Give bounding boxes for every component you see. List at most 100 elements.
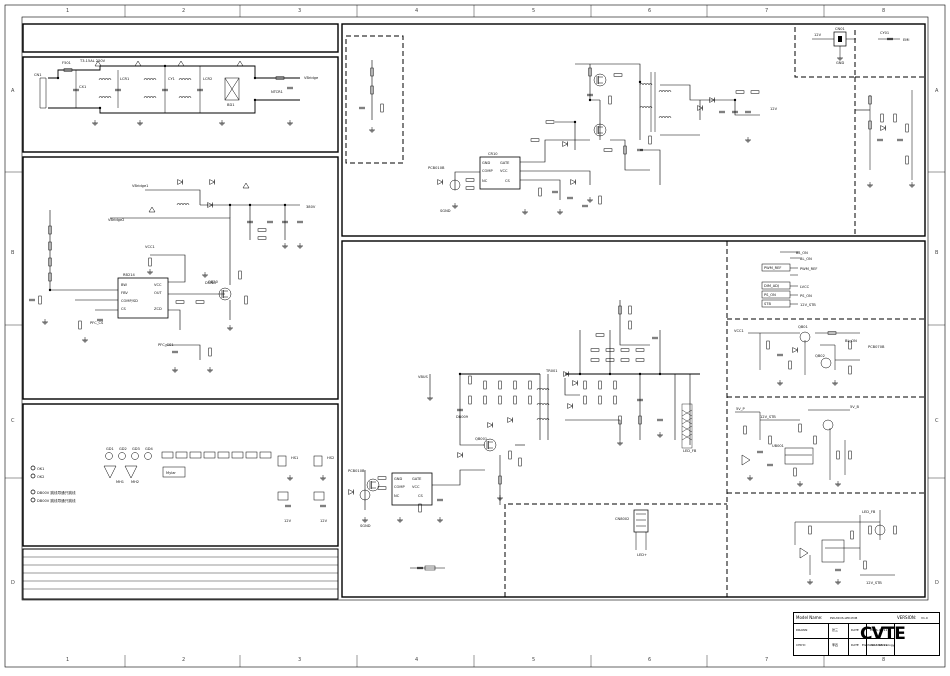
- bl-label-led-fb: LED_FB: [683, 449, 697, 453]
- pfc-ic-pin-vcc: VCC: [154, 283, 162, 287]
- row-label-a-right: A: [935, 88, 939, 94]
- company-logo: CVTE: [860, 624, 906, 644]
- main-ic-pin-vcc: VCC: [500, 169, 508, 173]
- sw-qb01: QB01: [798, 325, 808, 329]
- col-label-3: 3: [298, 8, 302, 14]
- input-label-lcr1: LCR1: [120, 77, 129, 81]
- col-label-6-bottom: 6: [648, 657, 652, 663]
- date-value-1: 2016-05-11: [870, 628, 888, 632]
- bl-label-sgnd: SGND: [360, 524, 371, 528]
- sig-pwm-ref-a: PWM_REF: [764, 266, 781, 270]
- legend-ok2: OK2: [37, 475, 44, 479]
- col-label-8-bottom: 8: [882, 657, 886, 663]
- main-ic-pin-gate: GATE: [500, 161, 510, 165]
- sig-bl-on-a: BL_ON: [796, 251, 808, 255]
- bl-label-qb001: QB001: [475, 437, 487, 441]
- model-label: Model Name:: [796, 615, 823, 620]
- col-label-1-bottom: 1: [66, 657, 70, 663]
- sig-12v-stb: 12V_STB: [800, 303, 816, 307]
- input-label-ntc: NTCR1: [271, 90, 283, 94]
- bl-label-transformer: TR001: [545, 369, 558, 373]
- bl-ic-pin-comp: COMP: [394, 485, 405, 489]
- col-label-2: 2: [182, 8, 186, 14]
- date-label-2: DATE: [851, 643, 859, 647]
- pfc-label-vcc1: VCC1: [145, 245, 155, 249]
- bl-ic-pin-nc: NC: [394, 494, 400, 498]
- row-label-c: C: [11, 418, 15, 424]
- conn-gnd: GND: [836, 61, 844, 65]
- bl-label-db009: DB009: [456, 415, 469, 419]
- row-label-c-right: C: [935, 418, 939, 424]
- sig-ps-on-a: PS_ON: [764, 293, 776, 297]
- sig-stb: STB: [764, 302, 771, 306]
- sw-pcb070b: PCB070B: [868, 345, 885, 349]
- sig-pwm-ref-b: PWM_REF: [800, 267, 817, 271]
- main-ic-pin-comp: COMP: [482, 169, 493, 173]
- col-label-2-bottom: 2: [182, 657, 186, 663]
- heatsink-hs2: HS2: [327, 456, 334, 460]
- pfc-ic-pin-bw: BW: [121, 283, 127, 287]
- conn-emi: EMI: [903, 38, 909, 42]
- input-label-fuse-rating: T3.15AL 250V: [79, 59, 106, 63]
- row-label-d-right: D: [935, 580, 939, 586]
- title-block-divider-4: [866, 624, 867, 655]
- bl-label-vbus: VBUS: [418, 375, 429, 379]
- version-label: VERSION:: [897, 615, 917, 620]
- model-value: PW.A5OS.LED.PCB: [830, 616, 858, 620]
- legend-jumper-1: DB00V 跳线导通只跳线: [37, 490, 76, 495]
- main-ic-pin-gnd: GND: [482, 161, 490, 165]
- bl-label-led-plus: LED+: [637, 553, 647, 557]
- fb-led-fb: LED_FB: [862, 510, 876, 514]
- pfc-ic-pin-comp: COMP/SD: [121, 299, 138, 303]
- reg-5v-b: 5V_B: [850, 405, 860, 409]
- col-label-8: 8: [882, 8, 886, 14]
- col-label-7-bottom: 7: [765, 657, 769, 663]
- pfc-label-dgnd: DGND: [205, 281, 216, 285]
- title-block-row-checked: CHK'D 李四 DATE 2016-05-11: [794, 639, 894, 654]
- reg-ub001: UB001: [772, 444, 784, 448]
- title-block-row-model: Model Name: PW.A5OS.LED.PCB VERSION: V1.…: [794, 613, 939, 624]
- sw-vcc1: VCC1: [734, 329, 744, 333]
- pfc-label-380v: 380V: [306, 205, 316, 209]
- sw-bl-on: BL_ON: [845, 339, 857, 343]
- main-12v-out: 12V: [770, 107, 778, 111]
- fiducial-gd2: GD2: [119, 447, 127, 451]
- conn-12v: 12V: [814, 33, 822, 37]
- input-label-vbridge: VBridge: [304, 76, 319, 80]
- pfc-label-vbridge1: VBridge1: [132, 184, 148, 188]
- bl-ic-pin-vcc: VCC: [412, 485, 420, 489]
- version-value: V1.0: [921, 616, 928, 620]
- conn-cn01: CN01: [835, 27, 845, 31]
- input-label-lcr2: LCR2: [203, 77, 212, 81]
- rail-12v-b: 12V: [320, 519, 328, 523]
- date-value-2: 2016-05-11: [870, 643, 888, 647]
- col-label-7: 7: [765, 8, 769, 14]
- mounting-hole-mh2: MH2: [131, 480, 139, 484]
- fiducial-gd1: GD1: [106, 447, 114, 451]
- bl-ic-pin-gate: GATE: [412, 477, 422, 481]
- fiducial-gd4: GD4: [145, 447, 154, 451]
- pfc-ic-pin-fbv: FBV: [121, 291, 128, 295]
- drawn-label: DRAWN: [796, 628, 808, 632]
- pfc-label-qb20: QB20: [208, 280, 219, 284]
- sig-bl-on-b: BL_ON: [800, 257, 812, 261]
- rail-12v-a: 12V: [284, 519, 292, 523]
- main-sgnd: SGND: [440, 209, 451, 213]
- reg-12v-stb: 12V_STB: [760, 415, 776, 419]
- bl-ic-pin-cs: CS: [418, 494, 424, 498]
- col-label-5: 5: [532, 8, 536, 14]
- main-ic-name: CR10: [488, 152, 498, 156]
- reg-5v-p: 5V_P: [736, 407, 746, 411]
- col-label-6: 6: [648, 8, 652, 14]
- title-block-divider: [894, 624, 895, 655]
- legend-jumper-2: DB00V 跳线导通只跳线: [37, 498, 76, 503]
- col-label-3-bottom: 3: [298, 657, 302, 663]
- title-block: Model Name: PW.A5OS.LED.PCB VERSION: V1.…: [793, 612, 940, 656]
- row-label-b: B: [11, 250, 15, 256]
- pfc-label-pfc-cs1: PFC_CS1: [158, 343, 174, 347]
- bl-label-opto: PCB010B: [348, 469, 365, 473]
- sw-qb02: QB02: [815, 354, 825, 358]
- pfc-ic-pin-out: OUT: [154, 291, 162, 295]
